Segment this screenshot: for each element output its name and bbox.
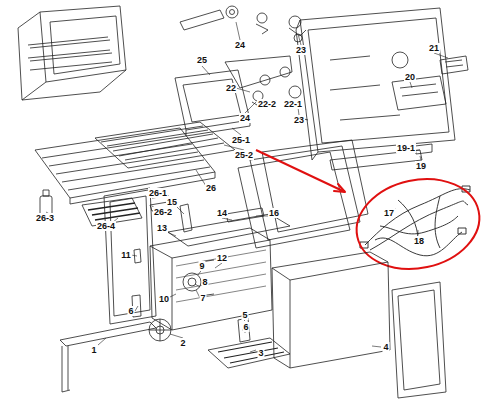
callout-number: 26-3	[35, 213, 55, 223]
callout-number: 21	[428, 43, 440, 53]
callout-number: 26	[205, 183, 217, 193]
door-glass	[238, 140, 368, 248]
broil-pan	[175, 70, 250, 136]
callout-number: 10	[158, 294, 170, 304]
callout-number: 23	[293, 115, 305, 125]
callout-number: 17	[383, 208, 395, 218]
oven-cavity-view	[18, 6, 126, 100]
callout-number: 23	[295, 45, 307, 55]
oven-rack	[95, 122, 235, 168]
back-panel	[296, 8, 455, 160]
door-frame	[104, 188, 156, 324]
callout-number: 18	[413, 236, 425, 246]
side-brackets	[238, 318, 250, 342]
callout-number: 6	[242, 322, 249, 332]
callout-number: 16	[268, 208, 280, 218]
callout-number: 12	[216, 253, 228, 263]
callout-number: 25	[196, 55, 208, 65]
callout-number: 4	[382, 342, 389, 352]
callout-number: 1	[90, 345, 97, 355]
callout-number: 5	[241, 310, 248, 320]
leader-lines	[46, 22, 448, 352]
back-bracket	[330, 144, 432, 170]
callout-number: 11	[120, 250, 132, 260]
callout-number: 13	[156, 223, 168, 233]
callout-number: 9	[198, 261, 205, 271]
callout-number: 26-2	[153, 207, 173, 217]
callout-number: 24	[234, 40, 246, 50]
front-trim	[60, 322, 156, 392]
callout-number: 20	[404, 72, 416, 82]
callout-number: 22-1	[283, 99, 303, 109]
callout-number: 8	[201, 277, 208, 287]
callout-number: 22-2	[257, 99, 277, 109]
callout-number: 6	[127, 306, 134, 316]
callout-number: 25-1	[231, 135, 251, 145]
callout-number: 26-4	[96, 221, 116, 231]
oven-cavity	[150, 228, 272, 330]
callout-number: 22	[225, 83, 237, 93]
callout-number: 24	[239, 113, 251, 123]
callout-number: 19	[415, 161, 427, 171]
callout-number: 19-1	[396, 143, 416, 153]
drawer-front	[392, 282, 446, 398]
callout-number: 14	[216, 208, 228, 218]
callout-number: 7	[199, 293, 206, 303]
callout-number: 3	[257, 348, 264, 358]
callout-number: 25-2	[234, 150, 254, 160]
bake-element	[208, 338, 290, 368]
lower-cabinet	[272, 252, 390, 368]
control-knobs-and-valves	[180, 6, 308, 120]
callout-number: 15	[166, 197, 178, 207]
callout-number: 2	[179, 338, 186, 348]
control-board	[392, 56, 468, 110]
convection-fan	[149, 319, 171, 341]
highlight	[256, 150, 488, 280]
